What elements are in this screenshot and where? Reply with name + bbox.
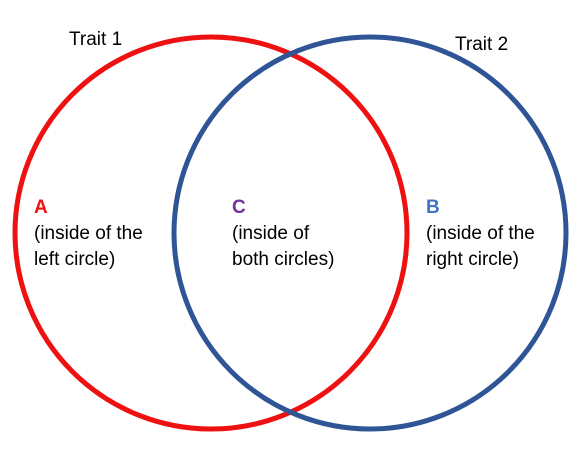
region-c-line-2: both circles) <box>232 249 335 270</box>
region-b-line-1: (inside of the <box>426 223 535 244</box>
region-c-line-1: (inside of <box>232 223 310 244</box>
region-a-line-2: left circle) <box>34 249 116 270</box>
region-a-letter: A <box>34 197 48 218</box>
right-circle <box>171 34 569 432</box>
left-circle <box>12 34 410 432</box>
trait-1-label: Trait 1 <box>69 29 123 50</box>
region-a-line-1: (inside of the <box>34 223 143 244</box>
trait-2-label: Trait 2 <box>455 34 509 55</box>
region-b-letter: B <box>426 197 440 218</box>
region-b-line-2: right circle) <box>426 249 519 270</box>
region-c-letter: C <box>232 197 246 218</box>
